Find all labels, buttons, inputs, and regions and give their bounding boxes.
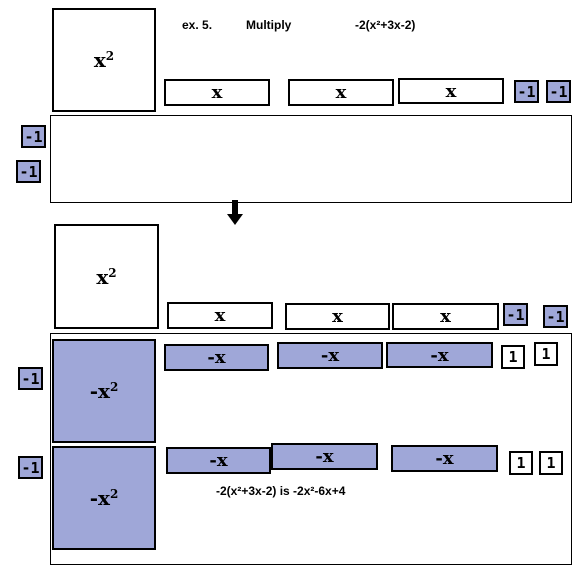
one-tile: 1 bbox=[509, 451, 533, 475]
problem-expression: -2(x²+3x-2) bbox=[355, 18, 416, 32]
product-frame bbox=[50, 115, 572, 203]
product-frame bbox=[50, 333, 572, 565]
neg-one-tile: -1 bbox=[18, 456, 43, 479]
tile-label: -1 bbox=[21, 458, 40, 477]
neg-one-tile: -1 bbox=[503, 303, 528, 326]
tile-label: x bbox=[96, 264, 109, 289]
one-tile: 1 bbox=[539, 451, 563, 475]
tile-label: -1 bbox=[24, 127, 43, 146]
tile-exponent: 2 bbox=[109, 487, 119, 501]
neg-x-tile: -x bbox=[166, 447, 271, 474]
neg-one-tile: -1 bbox=[543, 305, 568, 328]
neg-one-tile: -1 bbox=[16, 160, 41, 183]
tile-exponent: 2 bbox=[109, 380, 119, 394]
x-tile: x bbox=[392, 303, 499, 330]
x-tile: x bbox=[398, 78, 504, 104]
tile-label: x bbox=[445, 80, 457, 102]
tile-label: -x bbox=[89, 486, 110, 510]
tile-label: -x bbox=[430, 344, 449, 366]
tile-label: -1 bbox=[546, 307, 565, 326]
tile-label: -1 bbox=[21, 369, 40, 388]
neg-one-tile: -1 bbox=[514, 80, 539, 103]
tile-exponent: 2 bbox=[108, 265, 117, 280]
neg-x-tile: -x bbox=[386, 342, 493, 368]
neg-one-tile: -1 bbox=[546, 80, 571, 103]
tile-label: -x bbox=[320, 345, 340, 366]
tile-label: -1 bbox=[517, 82, 536, 101]
x-tile: x bbox=[288, 79, 394, 106]
tile-label: -x bbox=[315, 446, 334, 467]
result-statement: -2(x²+3x-2) is -2x²-6x+4 bbox=[216, 484, 346, 498]
tile-label: -1 bbox=[549, 82, 568, 101]
tile-label: 1 bbox=[508, 348, 518, 366]
tile-label: x bbox=[93, 48, 106, 72]
neg-x-tile: -x bbox=[277, 342, 383, 369]
neg-x-tile: -x bbox=[164, 344, 269, 371]
tile-label: -x bbox=[89, 379, 110, 403]
instruction-label: Multiply bbox=[246, 18, 292, 32]
tile-label: -x bbox=[435, 448, 454, 469]
example-label: ex. 5. bbox=[182, 18, 213, 32]
tile-label: x bbox=[335, 82, 347, 103]
tile-label: 1 bbox=[546, 454, 556, 472]
x-tile: x bbox=[285, 303, 390, 330]
neg-one-tile: -1 bbox=[18, 367, 43, 390]
one-tile: 1 bbox=[501, 345, 525, 369]
tile-label: x bbox=[211, 82, 223, 103]
tile-label: 1 bbox=[541, 345, 551, 363]
tile-exponent: 2 bbox=[105, 49, 115, 63]
neg-x-tile: -x bbox=[271, 443, 378, 470]
arrow-down-icon bbox=[227, 200, 243, 225]
tile-label: x bbox=[214, 305, 226, 326]
tile-label: -x bbox=[207, 347, 226, 368]
tile-label: -1 bbox=[506, 305, 525, 324]
tile-label: x bbox=[440, 306, 451, 327]
tile-label: -x bbox=[209, 450, 228, 471]
neg-one-tile: -1 bbox=[21, 125, 46, 148]
neg-x-tile: -x bbox=[391, 445, 498, 472]
tile-label: -1 bbox=[19, 162, 38, 181]
x-tile: x bbox=[164, 79, 270, 106]
tile-label: 1 bbox=[516, 454, 526, 472]
x-tile: x bbox=[167, 302, 273, 329]
tile-label: x bbox=[332, 306, 343, 327]
one-tile: 1 bbox=[534, 342, 558, 366]
